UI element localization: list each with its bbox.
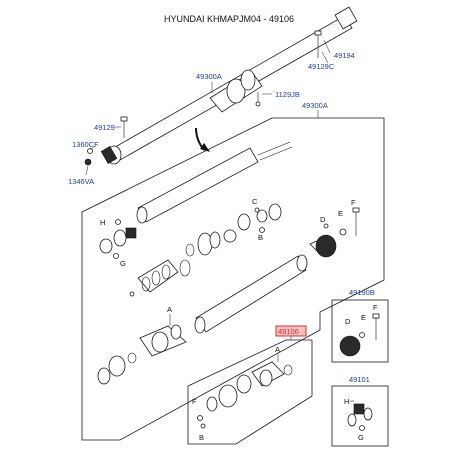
letter-d-3: D	[345, 317, 351, 326]
letter-e-1: E	[338, 209, 343, 218]
callout-1360cf[interactable]: 1360CF	[72, 140, 99, 149]
center-bearing-detail	[197, 361, 293, 429]
center-bearing-frame	[187, 339, 313, 445]
cv-boot	[129, 259, 191, 297]
callout-49300a-box[interactable]: 49300A	[302, 101, 328, 110]
callout-49129c[interactable]: 49129C	[308, 62, 335, 71]
letter-c-1: C	[252, 197, 258, 206]
letter-f-3: F	[373, 303, 378, 312]
letter-h-4: H	[344, 397, 349, 406]
letter-b-1: B	[258, 233, 263, 242]
callout-49190b[interactable]: 49190B	[349, 288, 375, 297]
callout-49300a-top[interactable]: 49300A	[196, 72, 222, 81]
top-leaders	[85, 39, 331, 176]
callout-49129[interactable]: 49129	[94, 123, 115, 132]
assembled-propeller-shaft	[100, 6, 358, 165]
universal-joint-kit-frame	[331, 385, 389, 447]
letter-e-3: E	[361, 313, 366, 322]
coupler-kit-detail	[339, 313, 380, 357]
top-bolts	[84, 30, 322, 166]
explode-arrow-head	[200, 143, 210, 152]
letter-a-2: A	[275, 345, 280, 354]
letter-b-2: B	[199, 433, 204, 442]
exploded-view-frame	[81, 117, 385, 441]
letter-f-2: F	[192, 397, 197, 406]
center-bearing-assembly	[97, 324, 187, 385]
letter-d-1: D	[320, 215, 326, 224]
universal-joint-kit-detail	[347, 400, 373, 431]
rear-shaft-tube	[194, 254, 308, 334]
callout-1129jb[interactable]: 1129JB	[275, 90, 300, 99]
letter-f-1: F	[351, 198, 356, 207]
callout-49194[interactable]: 49194	[334, 51, 355, 60]
callout-49106[interactable]: 49106	[278, 327, 299, 336]
letter-g-1: G	[120, 259, 126, 268]
universal-joint-left	[99, 219, 137, 259]
middle-rings	[185, 203, 282, 257]
callout-1346va[interactable]: 1346VA	[68, 177, 94, 186]
callout-49101[interactable]: 49101	[349, 375, 370, 384]
flex-coupler-box	[309, 207, 360, 258]
front-shaft-tube	[136, 141, 293, 224]
coupler-kit-frame	[331, 299, 389, 363]
letter-h-1: H	[100, 218, 105, 227]
letter-a-1: A	[167, 305, 172, 314]
letter-g-4: G	[358, 433, 364, 442]
diagram-title: HYUNDAI KHMAPJM04 - 49106	[164, 14, 294, 24]
